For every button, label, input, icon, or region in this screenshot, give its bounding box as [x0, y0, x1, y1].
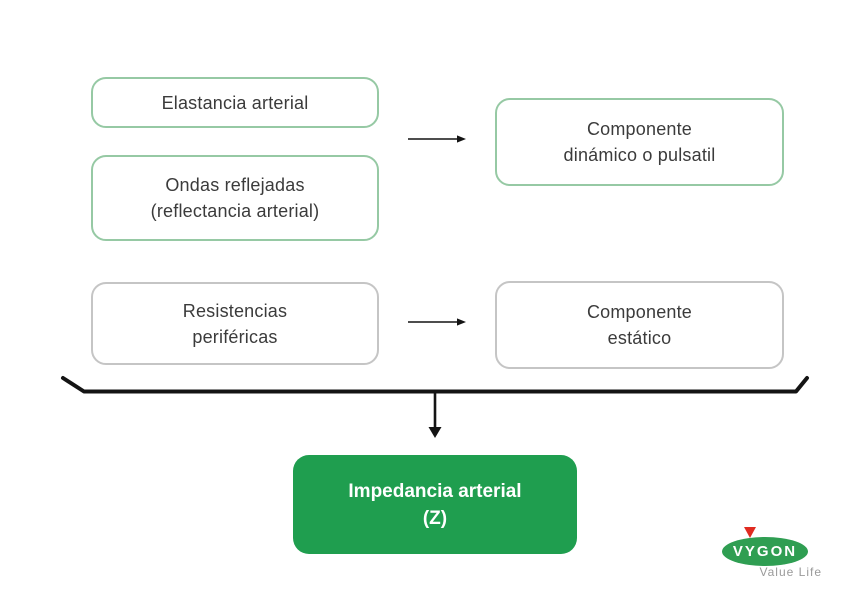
box-resistencias-line2: periféricas: [192, 326, 278, 347]
brace-icon: [61, 376, 809, 394]
box-componente-dinamico: Componente dinámico o pulsatil: [495, 98, 784, 186]
box-ondas-line1: Ondas reflejadas: [165, 175, 305, 195]
vygon-logo: VYGON Value Life: [718, 524, 826, 584]
arrow-right-bottom-icon: [408, 318, 466, 326]
box-impedancia-line1: Impedancia arterial: [348, 480, 522, 502]
box-estatico-line1: Componente: [586, 302, 693, 322]
box-impedancia-line2: (Z): [422, 507, 448, 529]
box-resistencias-perifericas: Resistencias periféricas: [91, 282, 379, 365]
box-ondas-reflejadas: Ondas reflejadas (reflectancia arterial): [91, 155, 379, 241]
box-dinamico-line1: Componente: [586, 119, 693, 139]
box-ondas-line2: (reflectancia arterial): [150, 201, 320, 221]
box-elastancia-label: Elastancia arterial: [161, 92, 309, 113]
logo-green-pill: VYGON: [722, 537, 808, 566]
box-dinamico-line2: dinámico o pulsatil: [563, 145, 716, 165]
box-resistencias-line1: Resistencias: [182, 300, 288, 321]
box-componente-estatico: Componente estático: [495, 281, 784, 369]
box-estatico-line2: estático: [607, 328, 672, 348]
box-impedancia-arterial: Impedancia arterial (Z): [293, 455, 577, 554]
arrow-down-icon: [428, 391, 442, 438]
logo-tagline: Value Life: [759, 565, 822, 579]
arrow-right-top-icon: [408, 135, 466, 143]
box-elastancia-arterial: Elastancia arterial: [91, 77, 379, 128]
logo-red-drop-icon: [744, 527, 756, 538]
logo-brand-text: VYGON: [732, 543, 798, 560]
